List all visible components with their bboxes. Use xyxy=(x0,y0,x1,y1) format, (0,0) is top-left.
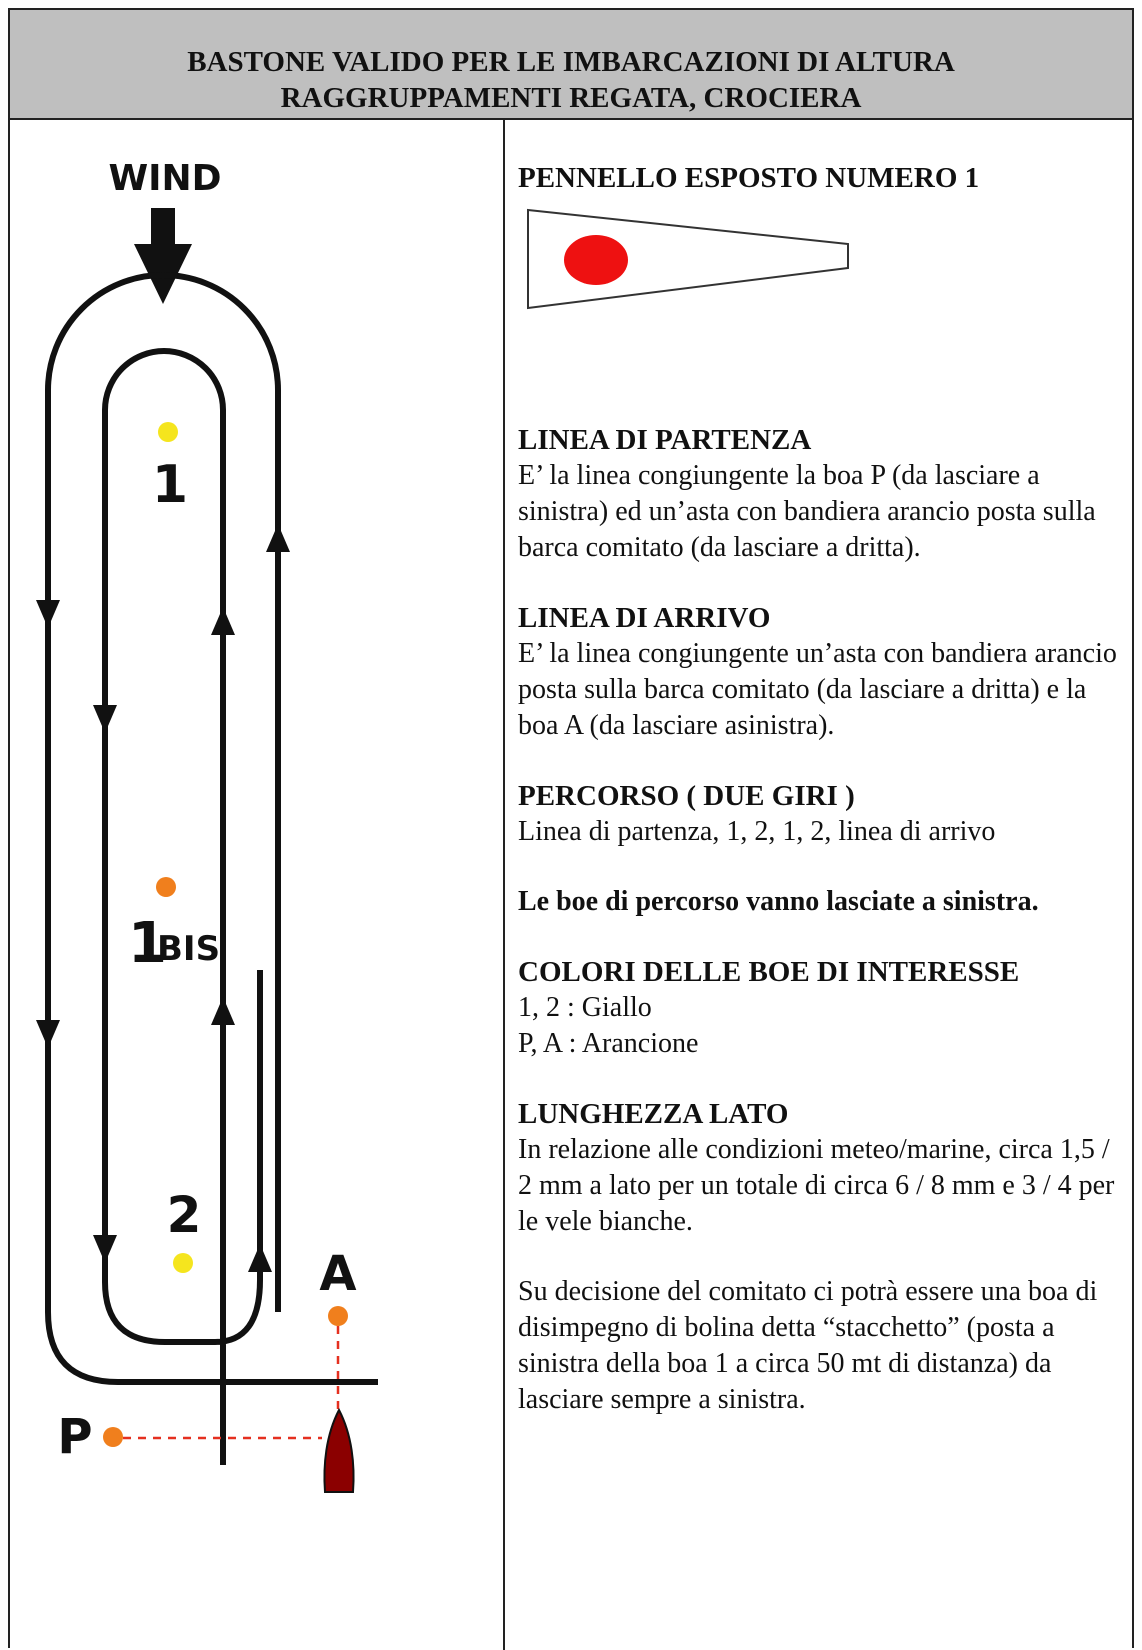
arrow-up-icon xyxy=(211,607,235,635)
boe-note: Le boe di percorso vanno lasciate a sini… xyxy=(518,886,1039,917)
stacchetto-body: Su decisione del comitato ci potrà esser… xyxy=(518,1276,1098,1415)
committee-boat-icon xyxy=(323,1407,355,1493)
course-diagram-svg: WIND xyxy=(36,158,378,1493)
outer-course-line xyxy=(45,272,281,1312)
mark-a-label: A xyxy=(319,1246,356,1302)
mark-1bis-suffix: BIS xyxy=(157,929,220,969)
pennant-flag-icon xyxy=(527,208,849,310)
arrow-up-icon xyxy=(211,997,235,1025)
mark-a-orange-buoy xyxy=(328,1306,348,1326)
course-diagram: WIND xyxy=(10,120,503,1650)
mark-1bis-number: 1 xyxy=(128,911,167,976)
arrow-up-icon xyxy=(248,1244,272,1272)
page-header: BASTONE VALIDO PER LE IMBARCAZIONI DI AL… xyxy=(10,10,1132,120)
percorso-body: Linea di partenza, 1, 2, 1, 2, linea di … xyxy=(518,816,996,847)
colori-line-1: 1, 2 : Giallo xyxy=(518,992,652,1023)
arrow-down-icon xyxy=(36,1020,60,1048)
percorso-title: PERCORSO ( DUE GIRI ) xyxy=(518,780,855,812)
column-divider xyxy=(503,120,505,1650)
colori-title: COLORI DELLE BOE DI INTERESSE xyxy=(518,956,1020,988)
lunghezza-body: In relazione alle condizioni meteo/marin… xyxy=(518,1134,1115,1237)
pennant-title: PENNELLO ESPOSTO NUMERO 1 xyxy=(518,162,980,194)
lunghezza-title: LUNGHEZZA LATO xyxy=(518,1098,789,1130)
pennant-red-dot xyxy=(564,235,628,285)
mark-p-label: P xyxy=(57,1409,92,1465)
partenza-title: LINEA DI PARTENZA xyxy=(518,424,812,456)
course-direction-arrows xyxy=(36,524,290,1272)
colori-line-2: P, A : Arancione xyxy=(518,1028,699,1059)
header-line-1: BASTONE VALIDO PER LE IMBARCAZIONI DI AL… xyxy=(187,46,955,78)
instructions-panel: PENNELLO ESPOSTO NUMERO 1 LINEA DI PARTE… xyxy=(518,160,1128,1418)
arrivo-body: E’ la linea congiungente un’asta con ban… xyxy=(518,638,1117,741)
partenza-body: E’ la linea congiungente la boa P (da la… xyxy=(518,460,1096,563)
course-sheet: BASTONE VALIDO PER LE IMBARCAZIONI DI AL… xyxy=(8,8,1134,1650)
mark-p-orange-buoy xyxy=(103,1427,123,1447)
mark-1-yellow-buoy xyxy=(158,422,178,442)
mark-2-label: 2 xyxy=(167,1186,202,1244)
arrow-up-icon xyxy=(266,524,290,552)
inner-course-line xyxy=(102,348,263,1465)
arrow-down-icon xyxy=(93,705,117,733)
mark-2-yellow-buoy xyxy=(173,1253,193,1273)
wind-arrow-icon xyxy=(134,208,192,304)
mark-1bis-orange-buoy xyxy=(156,877,176,897)
arrow-down-icon xyxy=(36,600,60,628)
mark-1-label: 1 xyxy=(152,455,188,515)
pennant-area xyxy=(518,196,1128,346)
wind-label: WIND xyxy=(108,158,221,199)
arrivo-title: LINEA DI ARRIVO xyxy=(518,602,771,634)
finish-line-path xyxy=(45,1311,378,1385)
arrow-down-icon xyxy=(93,1235,117,1263)
header-line-2: RAGGRUPPAMENTI REGATA, CROCIERA xyxy=(280,82,862,114)
